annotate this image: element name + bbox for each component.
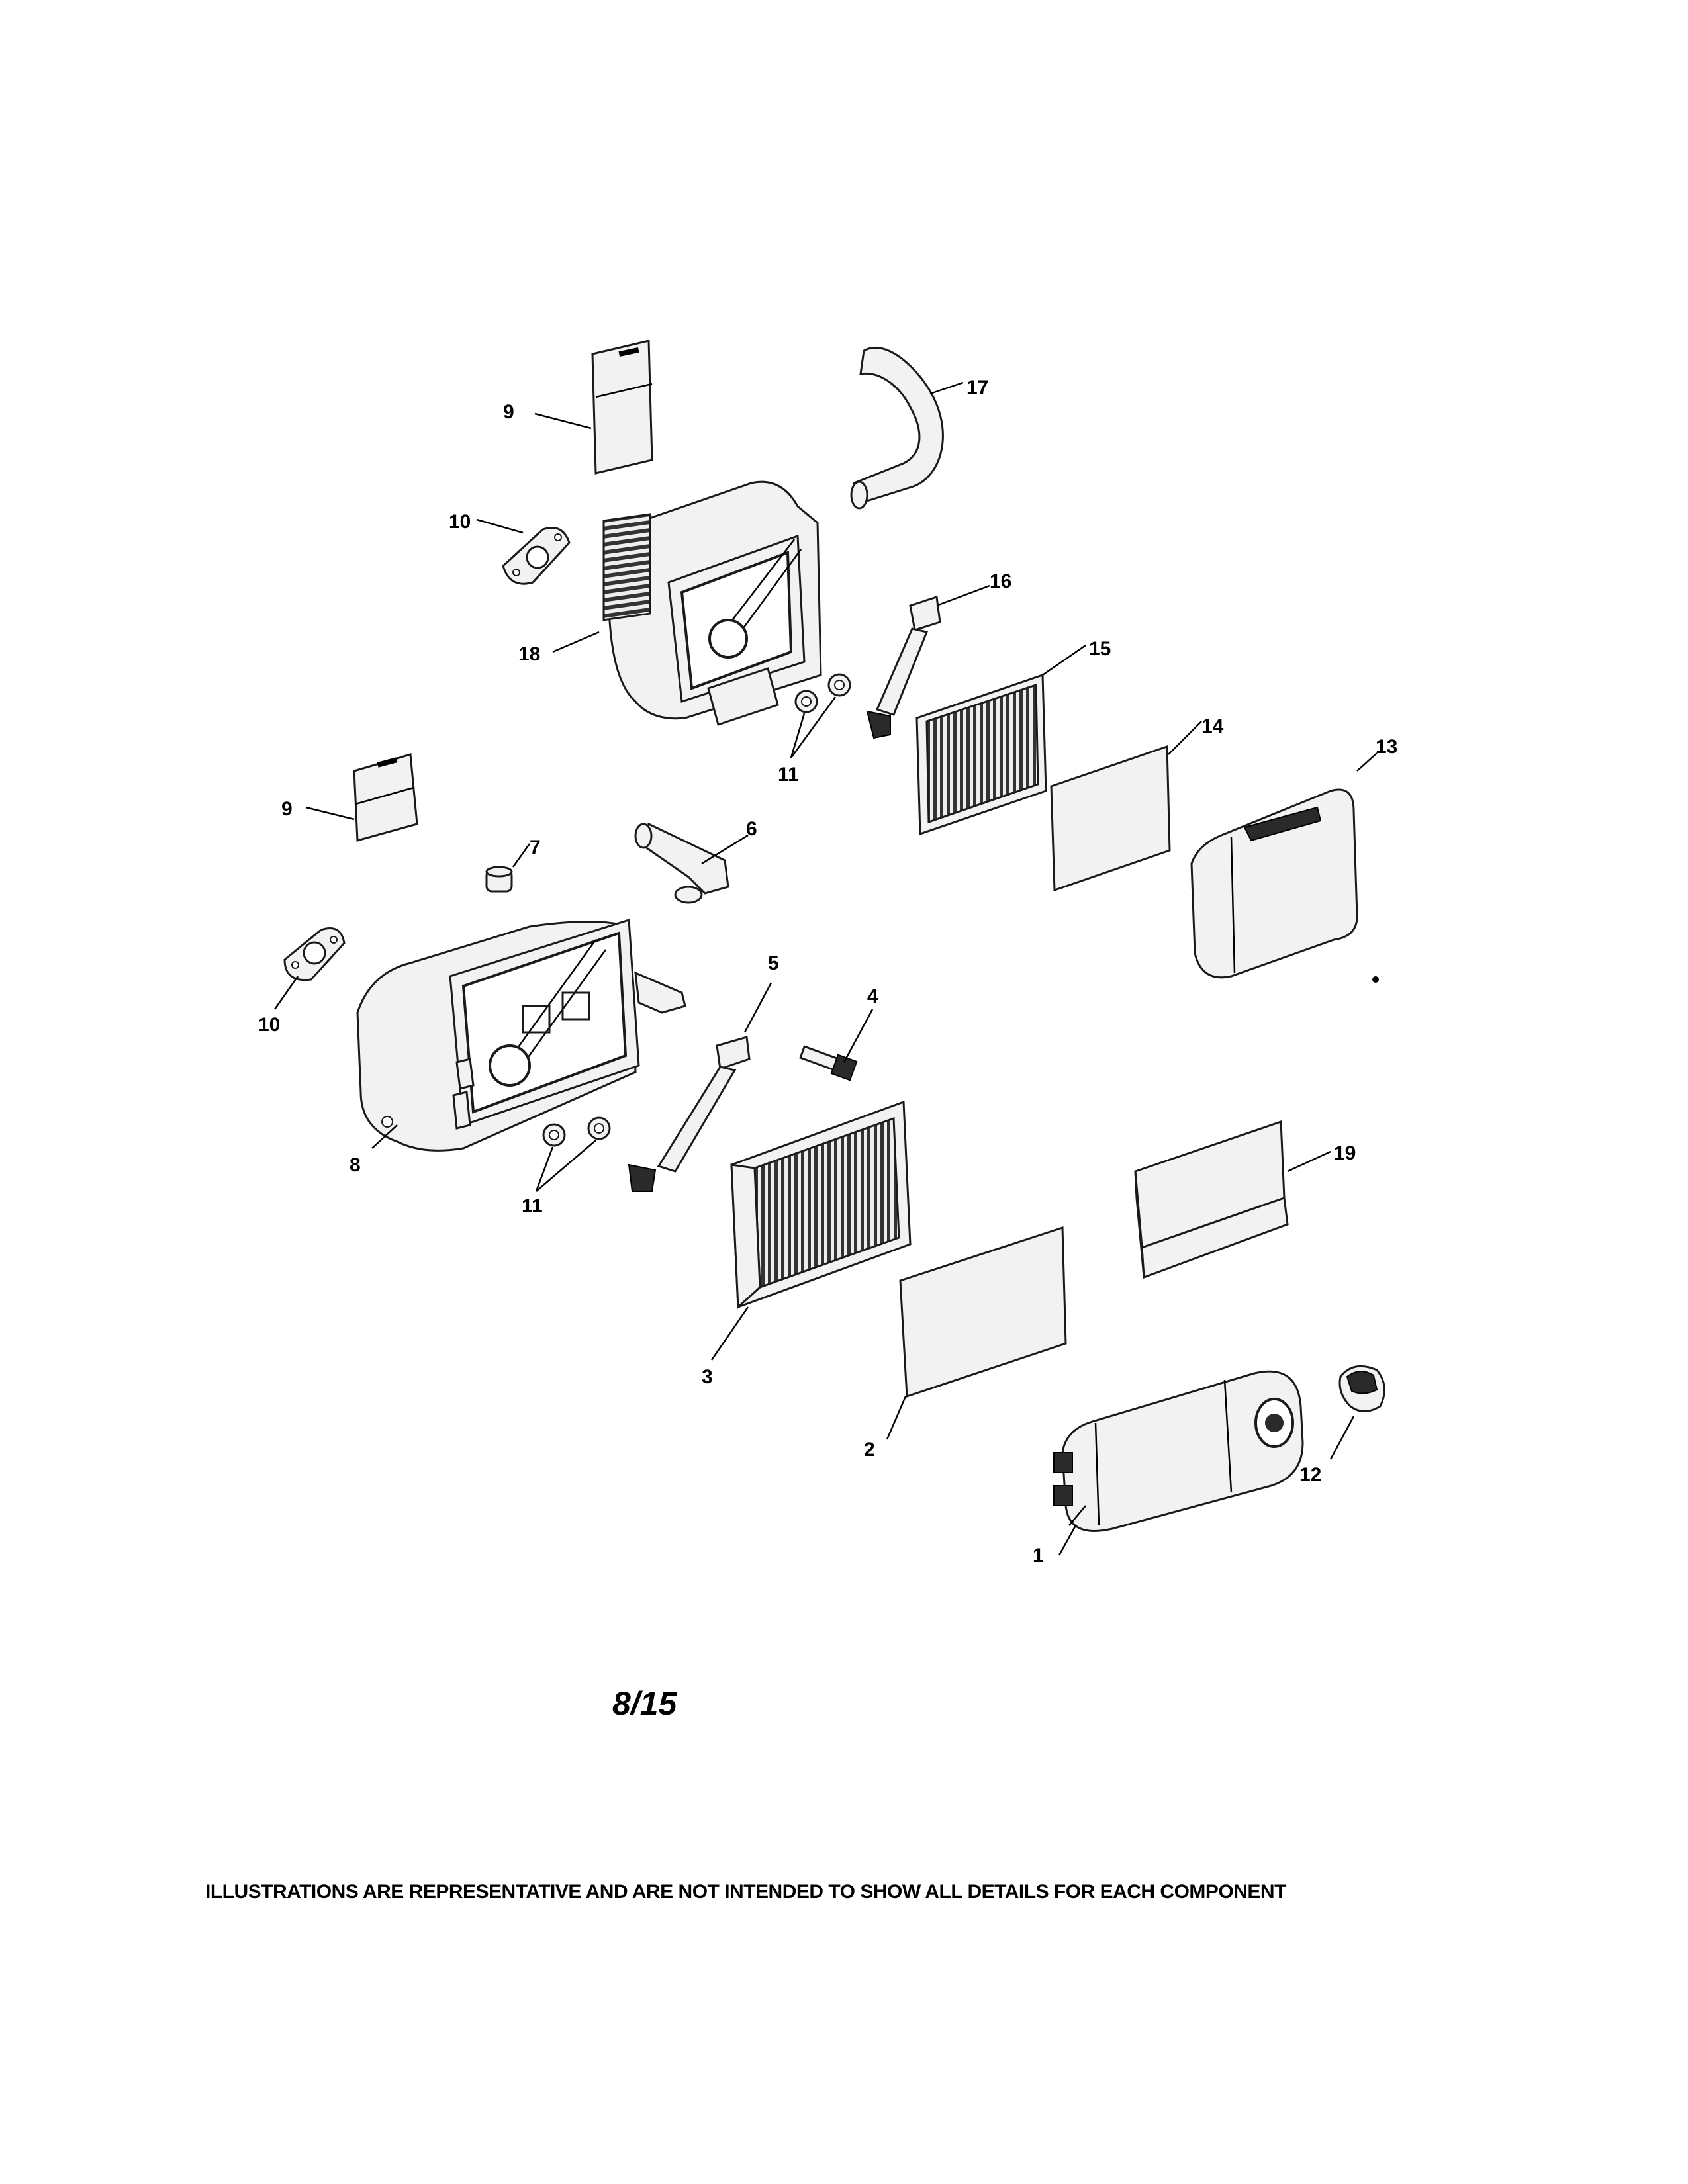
page-number: 8/15: [612, 1685, 677, 1722]
pre-cleaner-part-2: [899, 1226, 1067, 1398]
knob-part-12: [1338, 1365, 1385, 1412]
callout-11-upper: 11: [778, 764, 799, 786]
air-filter-part-3: [730, 1100, 912, 1310]
callout-4: 4: [867, 985, 878, 1007]
breather-tube-part-16: [866, 596, 941, 739]
callout-11-lower: 11: [522, 1195, 543, 1217]
callout-17: 17: [966, 377, 988, 398]
disclaimer-text: ILLUSTRATIONS ARE REPRESENTATIVE AND ARE…: [205, 1881, 1286, 1903]
callout-13: 13: [1376, 736, 1397, 758]
callout-8: 8: [350, 1154, 361, 1176]
callout-18: 18: [518, 643, 540, 665]
pre-cleaner-part-14: [1050, 745, 1171, 892]
air-cleaner-cover-part-13: [1190, 788, 1358, 979]
breather-tube-part-5: [628, 1036, 751, 1192]
callout-12: 12: [1299, 1464, 1321, 1486]
air-filter-part-15: [915, 673, 1047, 836]
callout-3: 3: [702, 1366, 713, 1388]
nuts-part-11-upper: [794, 673, 851, 713]
stray-mark: [1372, 976, 1379, 983]
gasket-part-10-lower: [283, 927, 346, 981]
air-cleaner-cover-part-1: [1053, 1370, 1304, 1532]
callout-10-lower: 10: [258, 1014, 280, 1036]
callout-19: 19: [1334, 1142, 1356, 1164]
air-cleaner-base-part-8: [356, 918, 686, 1152]
screw-part-4: [799, 1045, 858, 1081]
decal-part-9-lower: [353, 753, 418, 842]
spacer-part-7: [485, 866, 513, 893]
callout-14: 14: [1201, 715, 1224, 737]
gasket-part-10-upper: [502, 527, 571, 585]
callout-7: 7: [530, 837, 541, 858]
callout-16: 16: [990, 570, 1011, 592]
callout-10-upper: 10: [449, 511, 471, 533]
decal-part-9-upper: [591, 340, 653, 475]
breather-hose-part-17: [850, 346, 944, 510]
elbow-part-6: [634, 822, 729, 904]
callout-6: 6: [746, 818, 757, 840]
callout-9-upper: 9: [503, 401, 514, 423]
callout-15: 15: [1089, 638, 1111, 660]
callout-2: 2: [864, 1439, 875, 1461]
nuts-part-11-lower: [542, 1116, 611, 1147]
callout-9-lower: 9: [281, 798, 293, 820]
callout-5: 5: [768, 952, 779, 974]
filter-element-part-19: [1134, 1120, 1289, 1279]
callout-1: 1: [1033, 1545, 1044, 1567]
air-cleaner-base-part-18: [602, 480, 822, 726]
